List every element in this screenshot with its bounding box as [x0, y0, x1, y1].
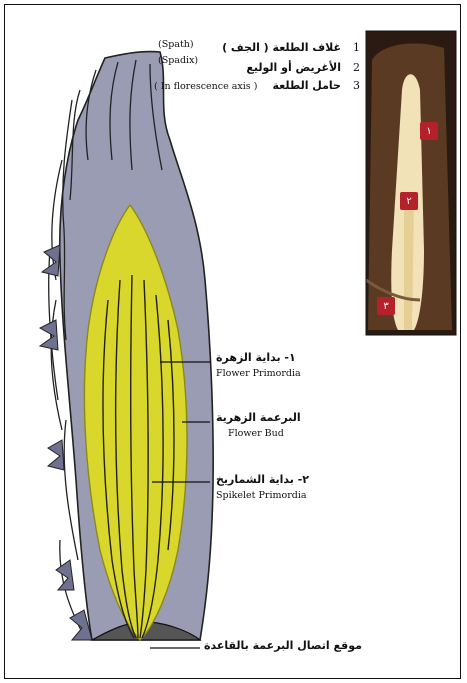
legend-ar-3: حامل الطلعة: [272, 80, 341, 93]
legend-en-2: (Spadix): [158, 56, 198, 67]
label-spikelet-en: Spikelet Primordia: [216, 491, 307, 502]
label-flower-bud-ar: البرعمة الزهرية: [216, 412, 301, 425]
legend-num-1: 1: [353, 42, 360, 55]
label-spikelet-ar: ٢- بداية الشماريخ: [216, 474, 309, 487]
legend-num-3: 3: [353, 80, 360, 93]
legend-ar-1: غلاف الطلعة ( الجف ): [222, 42, 341, 55]
photo-tag-1: ١: [420, 122, 438, 140]
bud-photo: [366, 31, 456, 335]
photo-tag-2: ٢: [400, 192, 418, 210]
label-base-ar: موقع اتصال البرعمة بالقاعدة: [204, 640, 362, 653]
label-flower-bud-en: Flower Bud: [228, 429, 284, 440]
photo-tag-3: ٣: [377, 297, 395, 315]
label-flower-primordia-ar: ١- بداية الزهرة: [216, 352, 296, 365]
label-flower-primordia-en: Flower Primordia: [216, 369, 301, 380]
legend-en-3: ( In florescence axis ): [154, 82, 257, 93]
legend-ar-2: الأغريض أو الوليع: [246, 62, 341, 75]
legend-num-2: 2: [353, 62, 360, 75]
legend-en-1: (Spath): [158, 40, 194, 51]
